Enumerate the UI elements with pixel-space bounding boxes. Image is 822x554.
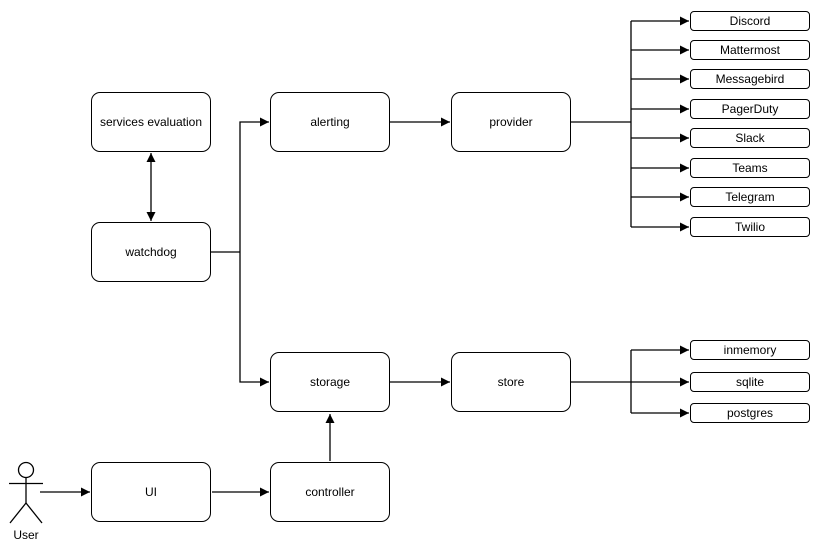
node-watchdog: watchdog (91, 222, 211, 282)
node-postgres: postgres (690, 403, 810, 423)
node-discord: Discord (690, 11, 810, 31)
node-messagebird: Messagebird (690, 69, 810, 89)
node-teams: Teams (690, 158, 810, 178)
node-slack: Slack (690, 128, 810, 148)
node-controller: controller (270, 462, 390, 522)
node-services-evaluation: services evaluation (91, 92, 211, 152)
node-twilio: Twilio (690, 217, 810, 237)
node-alerting: alerting (270, 92, 390, 152)
node-storage: storage (270, 352, 390, 412)
node-sqlite: sqlite (690, 372, 810, 392)
node-mattermost: Mattermost (690, 40, 810, 60)
node-provider: provider (451, 92, 571, 152)
user-figure (9, 461, 43, 524)
node-pagerduty: PagerDuty (690, 99, 810, 119)
node-store: store (451, 352, 571, 412)
node-telegram: Telegram (690, 187, 810, 207)
node-inmemory: inmemory (690, 340, 810, 360)
user-label: User (13, 528, 39, 542)
node-ui: UI (91, 462, 211, 522)
